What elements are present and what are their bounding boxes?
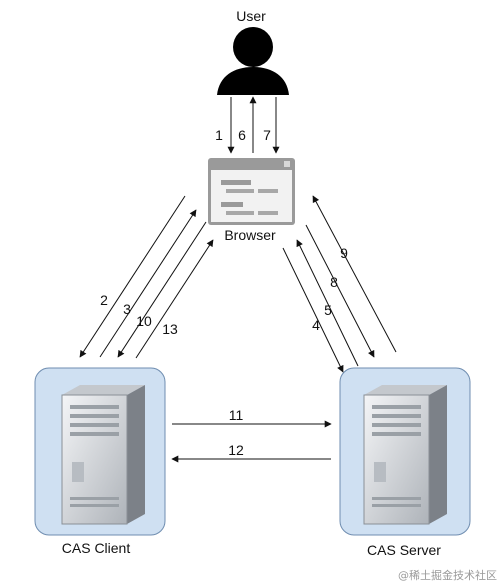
watermark-text: @稀土掘金技术社区 xyxy=(398,568,497,582)
browser-window-icon xyxy=(208,158,295,225)
step-label-12: 12 xyxy=(228,442,244,458)
arrow-step-8 xyxy=(305,224,375,358)
arrow-step-3 xyxy=(99,209,197,358)
browser-node: Browser xyxy=(208,158,295,243)
step-label-3: 3 xyxy=(123,301,131,317)
arrow-step-13 xyxy=(135,239,214,359)
arrow-step-10 xyxy=(117,221,207,358)
cas-server-label: CAS Server xyxy=(367,542,441,558)
step-label-10: 10 xyxy=(136,313,152,329)
user-node: User xyxy=(217,8,289,95)
step-label-9: 9 xyxy=(340,245,348,261)
step-label-13: 13 xyxy=(162,321,178,337)
step-label-2: 2 xyxy=(100,292,108,308)
step-label-1: 1 xyxy=(215,127,223,143)
step-label-11: 11 xyxy=(229,407,244,423)
cas-client-node: CAS Client xyxy=(34,367,166,556)
step-label-7: 7 xyxy=(263,127,271,143)
browser-label: Browser xyxy=(224,227,276,243)
arrow-step-9 xyxy=(312,195,397,353)
cas-server-node: CAS Server xyxy=(339,367,471,558)
step-label-4: 4 xyxy=(312,317,320,333)
step-label-5: 5 xyxy=(324,302,332,318)
arrow-step-2 xyxy=(79,195,186,358)
user-silhouette-icon xyxy=(217,27,289,95)
server-icon xyxy=(61,385,145,525)
arrow-step-5 xyxy=(296,239,359,367)
server-icon xyxy=(363,385,447,525)
arrow-step-4 xyxy=(282,247,344,373)
cas-client-label: CAS Client xyxy=(62,540,131,556)
step-label-8: 8 xyxy=(330,274,338,290)
user-label: User xyxy=(236,8,266,24)
step-label-6: 6 xyxy=(238,127,246,143)
